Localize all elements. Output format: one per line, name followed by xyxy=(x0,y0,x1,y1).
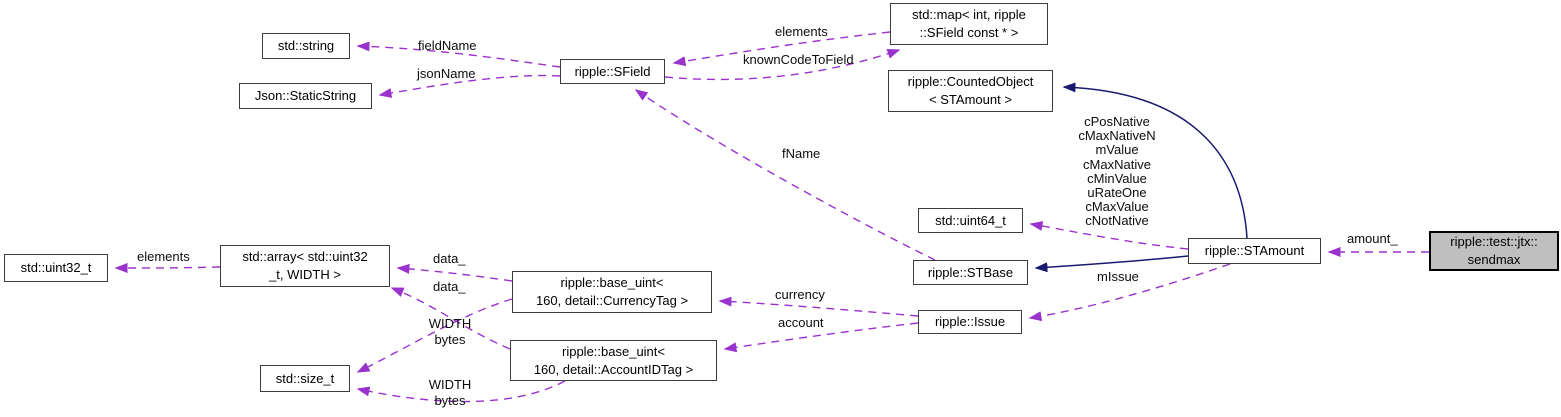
node-label-line2: 160, detail::AccountIDTag > xyxy=(533,361,694,377)
node-label-line1: std::map< int, ripple xyxy=(912,7,1026,23)
edge-label-widthbytes-currency: WIDTH bytes xyxy=(421,316,479,347)
node-label-line2: ::SField const * > xyxy=(919,25,1019,40)
edge-label-knowncodetofield: knownCodeToField xyxy=(743,52,854,67)
constant-name: cMaxNativeN xyxy=(1078,128,1156,144)
edge-issue-to-baseuint-currency xyxy=(718,296,919,317)
node-label: std::string xyxy=(277,38,335,54)
constant-name: cMinValue xyxy=(1087,170,1147,186)
node-ripple-test-jtx-sendmax[interactable]: ripple::test::jtx:: sendmax xyxy=(1429,231,1559,271)
edge-array-to-uint32-elements xyxy=(114,262,221,273)
node-std-map-sfield[interactable]: std::map< int, ripple ::SField const * > xyxy=(890,3,1048,45)
node-label-line1: ripple::base_uint< xyxy=(560,275,664,291)
edge-label-data-account: data_ xyxy=(433,279,466,294)
edge-sfield-to-map-knowncodetofield xyxy=(664,49,901,81)
node-std-size-t[interactable]: std::size_t xyxy=(260,365,350,392)
edge-issue-to-baseuint-account xyxy=(723,322,919,353)
node-label: ripple::STBase xyxy=(927,264,1014,280)
node-label: ripple::SField xyxy=(574,63,651,79)
edge-accountid-to-array-data xyxy=(390,287,511,350)
node-json-staticstring[interactable]: Json::StaticString xyxy=(239,83,372,109)
node-label: ripple::Issue xyxy=(934,314,1006,330)
edge-label-widthbytes-account: WIDTH bytes xyxy=(421,377,479,408)
edge-accountid-to-sizet-widthbytes xyxy=(356,380,566,403)
constant-name: uRateOne xyxy=(1087,185,1147,201)
node-base-uint-currencytag[interactable]: ripple::base_uint< 160, detail::Currency… xyxy=(512,271,712,313)
constant-name: cMaxNative xyxy=(1083,156,1151,172)
bytes-label: bytes xyxy=(434,331,466,347)
node-base-uint-accountidtag[interactable]: ripple::base_uint< 160, detail::AccountI… xyxy=(510,340,717,381)
node-std-uint32-t[interactable]: std::uint32_t xyxy=(4,254,108,282)
edge-label-account: account xyxy=(778,315,824,330)
node-ripple-stamount[interactable]: ripple::STAmount xyxy=(1188,238,1321,264)
constant-name: cNotNative xyxy=(1085,213,1149,229)
node-label: std::uint32_t xyxy=(20,260,92,276)
edge-stamount-to-countedobject-inherit xyxy=(1062,82,1248,239)
constant-name: cMaxValue xyxy=(1085,199,1149,215)
node-label-line2: sendmax xyxy=(1467,252,1521,267)
node-ripple-sfield[interactable]: ripple::SField xyxy=(560,59,665,84)
node-label-line1: ripple::CountedObject xyxy=(907,74,1034,90)
node-std-string[interactable]: std::string xyxy=(262,33,350,59)
width-label: WIDTH xyxy=(428,316,472,331)
edge-stamount-to-stbase-inherit xyxy=(1034,255,1189,273)
node-label-line2: < STAmount > xyxy=(929,92,1012,107)
node-std-uint64-t[interactable]: std::uint64_t xyxy=(918,208,1023,233)
constant-name: cPosNative xyxy=(1084,114,1150,129)
node-label-line2: _t, WIDTH > xyxy=(269,267,341,282)
node-label-line1: std::array< std::uint32 xyxy=(242,249,368,265)
edge-label-fieldname: fieldName xyxy=(418,38,477,53)
node-label-line1: ripple::base_uint< xyxy=(562,343,665,359)
edge-sfield-to-staticstring-jsonname xyxy=(378,74,561,98)
node-std-array[interactable]: std::array< std::uint32 _t, WIDTH > xyxy=(220,245,390,287)
node-label-line2: 160, detail::CurrencyTag > xyxy=(535,293,689,308)
edge-label-amount: amount_ xyxy=(1347,231,1398,246)
edge-label-stamount-constants: cPosNative cMaxNativeN mValue cMaxNative… xyxy=(1057,114,1177,229)
edge-label-data-currency: data_ xyxy=(433,251,466,266)
edge-label-currency: currency xyxy=(775,287,825,302)
edge-label-elements-array: elements xyxy=(137,249,190,264)
edge-label-jsonname: jsonName xyxy=(417,66,476,81)
bytes-label: bytes xyxy=(434,392,466,408)
node-ripple-countedobject[interactable]: ripple::CountedObject < STAmount > xyxy=(888,70,1053,112)
node-label: std::uint64_t xyxy=(935,212,1006,228)
edge-stamount-to-issue-missue xyxy=(1028,263,1231,322)
node-label: std::size_t xyxy=(275,370,335,386)
edge-map-to-sfield-elements xyxy=(672,31,891,67)
edge-sfield-to-string-fieldname xyxy=(356,41,561,68)
edge-label-fname: fName xyxy=(782,146,821,161)
node-label-line1: ripple::test::jtx:: xyxy=(1450,234,1538,250)
node-label: ripple::STAmount xyxy=(1204,243,1305,259)
node-label: Json::StaticString xyxy=(254,88,357,104)
edge-stamount-to-uint64-constants xyxy=(1029,221,1189,250)
node-ripple-stbase[interactable]: ripple::STBase xyxy=(913,260,1028,285)
edge-currency-to-sizet-widthbytes xyxy=(356,298,513,373)
edge-currency-to-array-data xyxy=(396,263,513,282)
edge-label-missue: mIssue xyxy=(1097,269,1139,284)
width-label: WIDTH xyxy=(428,377,472,392)
constant-name: mValue xyxy=(1095,142,1139,158)
edge-stbase-to-sfield-fname xyxy=(634,89,936,261)
node-ripple-issue[interactable]: ripple::Issue xyxy=(918,310,1022,334)
edge-label-elements-map: elements xyxy=(775,24,828,39)
